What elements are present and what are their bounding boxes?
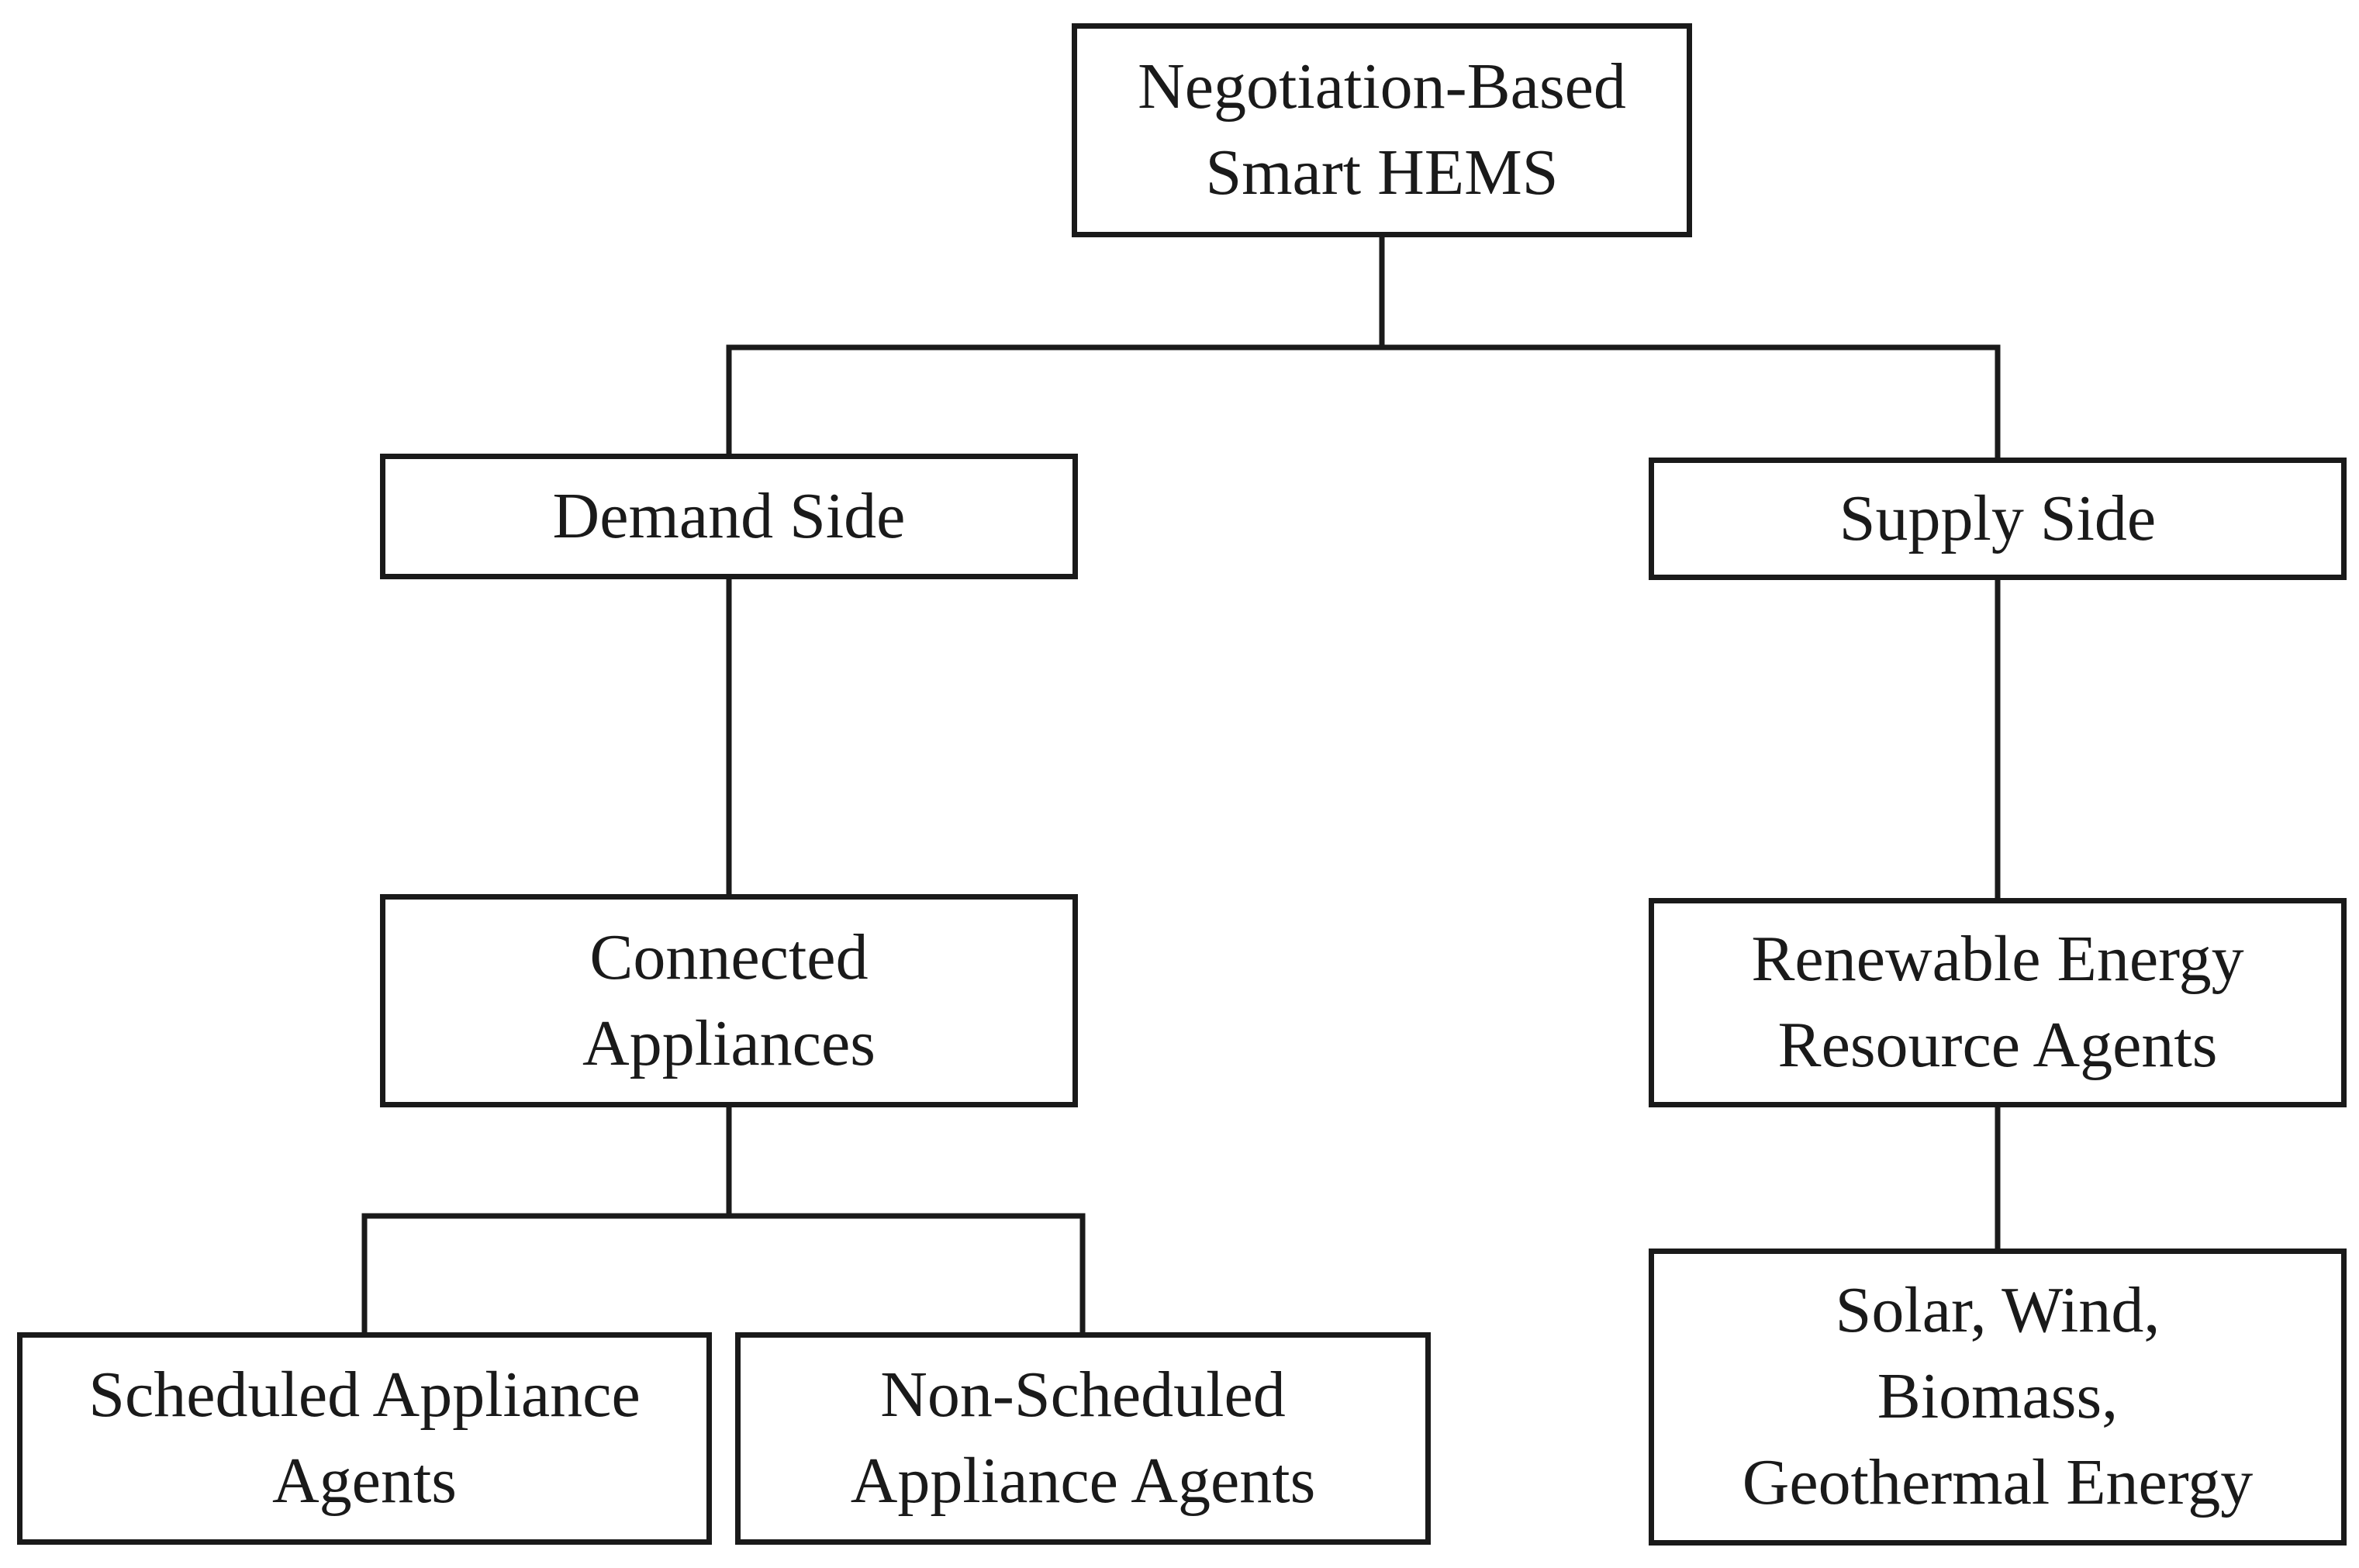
supply-side-box: Supply Side: [1649, 458, 2347, 580]
scheduled-agents-label: Scheduled Appliance Agents: [88, 1359, 641, 1517]
non-scheduled-agents-box: Non-Scheduled Appliance Agents: [735, 1332, 1431, 1545]
renewable-agents-label: Renewable Energy Resource Agents: [1751, 923, 2244, 1081]
connected-appliances-label: Connected Appliances: [582, 920, 876, 1079]
non-scheduled-agents-label: Non-Scheduled Appliance Agents: [850, 1359, 1316, 1517]
root-node-box: Negotiation-Based Smart HEMS: [1072, 23, 1692, 237]
energy-sources-box: Solar, Wind, Biomass, Geothermal Energy: [1649, 1249, 2347, 1546]
energy-sources-label: Solar, Wind, Biomass, Geothermal Energy: [1742, 1274, 2254, 1518]
root-node-label: Negotiation-Based Smart HEMS: [1138, 50, 1626, 209]
demand-side-label: Demand Side: [552, 479, 906, 552]
renewable-agents-box: Renewable Energy Resource Agents: [1649, 898, 2347, 1107]
connected-appliances-box: Connected Appliances: [380, 894, 1078, 1107]
scheduled-agents-box: Scheduled Appliance Agents: [17, 1332, 712, 1545]
demand-side-box: Demand Side: [380, 454, 1078, 579]
supply-side-label: Supply Side: [1839, 482, 2157, 554]
